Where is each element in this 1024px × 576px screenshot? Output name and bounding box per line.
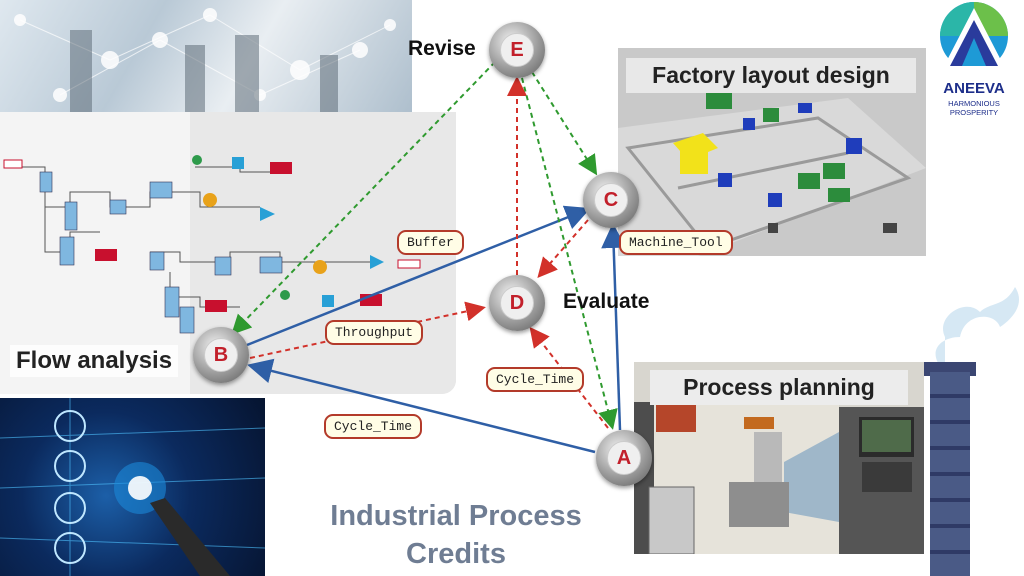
tech-graphic [0, 398, 265, 576]
node-e-letter: E [500, 33, 534, 67]
node-e: E [489, 22, 545, 78]
credits-caption: Industrial Process Credits [300, 497, 612, 573]
tag-buffer: Buffer [397, 230, 464, 255]
edge-e-a [521, 77, 618, 430]
node-d-label: Evaluate [563, 290, 650, 313]
edge-e-c [531, 71, 598, 176]
node-a: A [596, 430, 652, 486]
node-c: C [583, 172, 639, 228]
process-planning-title: Process planning [650, 370, 908, 405]
node-d-letter: D [500, 286, 534, 320]
factory-layout-title: Factory layout design [626, 58, 916, 93]
logo-tagline: HARMONIOUS PROSPERITY [948, 99, 1000, 117]
aneeva-logo [924, 0, 1024, 118]
tag-throughput: Throughput [325, 320, 424, 345]
tag-machine-tool: Machine_Tool [619, 230, 733, 255]
logo-name: ANEEVA [943, 80, 1005, 97]
logo-mark-icon [940, 2, 1008, 70]
node-b-letter: B [204, 338, 238, 372]
node-a-letter: A [607, 441, 641, 475]
flow-analysis-title: Flow analysis [10, 345, 179, 377]
network-graphic [14, 8, 396, 112]
node-c-letter: C [594, 183, 628, 217]
edge-a-d [529, 326, 609, 429]
node-e-label: Revise [408, 37, 476, 60]
business-network-photo [0, 0, 412, 112]
machine-tool-graphic [634, 402, 924, 554]
node-d: D [489, 275, 545, 331]
edge-a-b [247, 358, 596, 454]
edge-e-b [231, 61, 496, 335]
credits-line-2: Credits [406, 538, 506, 570]
tag-cycle-time-lower: Cycle_Time [324, 414, 423, 439]
edge-a-c [601, 223, 627, 431]
chimney-graphic [930, 372, 970, 576]
digital-technology-photo [0, 398, 265, 576]
tag-cycle-time-upper: Cycle_Time [486, 367, 585, 392]
smoke-graphic [905, 282, 1024, 377]
factory-layout-graphic [618, 93, 926, 256]
edge-c-d [537, 219, 589, 279]
edge-b-c [246, 205, 591, 347]
node-b: B [193, 327, 249, 383]
credits-line-1: Industrial Process [330, 500, 582, 532]
